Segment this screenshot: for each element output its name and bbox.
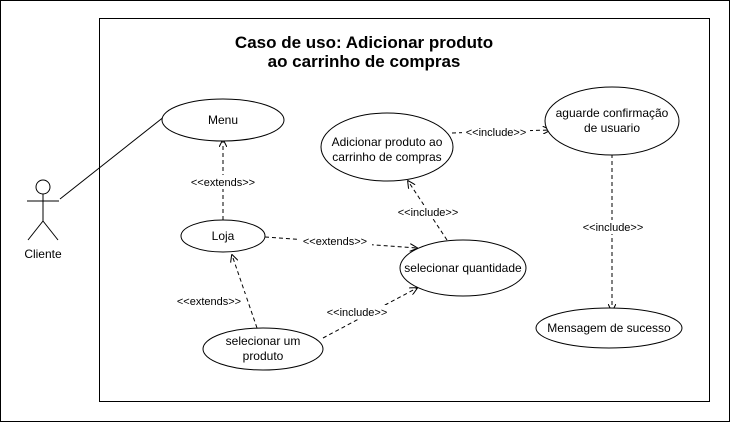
actor-right-leg bbox=[42, 220, 59, 241]
use-case-selecionar-quantidade[interactable]: selecionar quantidade bbox=[399, 239, 527, 297]
diagram-title-line1: Caso de uso: Adicionar produto bbox=[235, 33, 493, 52]
actor-cliente[interactable]: Cliente bbox=[24, 179, 62, 261]
actor-label: Cliente bbox=[24, 247, 62, 261]
label-produto-loja: <<extends>> bbox=[177, 296, 241, 308]
use-case-aguarde-confirmacao-line2: de usuario bbox=[584, 121, 640, 135]
use-case-mensagem-sucesso[interactable]: Mensagem de sucesso bbox=[535, 307, 683, 349]
system-boundary bbox=[99, 18, 710, 402]
label-aguarde-mensagem: <<include>> bbox=[583, 222, 644, 234]
use-case-loja[interactable]: Loja bbox=[180, 219, 266, 253]
label-adicionar-aguarde: <<include>> bbox=[466, 127, 527, 139]
use-case-adicionar-produto-line1: Adicionar produto ao bbox=[332, 135, 443, 149]
relation-loja-quantidade bbox=[264, 236, 417, 248]
diagram-title-line2: ao carrinho de compras bbox=[268, 52, 461, 71]
use-case-selecionar-produto-line1: selecionar um bbox=[226, 334, 301, 348]
label-produto-quantidade: <<include>> bbox=[327, 307, 388, 319]
association-cliente-menu bbox=[59, 115, 166, 200]
relation-produto-loja bbox=[232, 255, 258, 329]
relation-produto-quantidade bbox=[322, 288, 417, 339]
use-case-selecionar-produto-line2: produto bbox=[243, 349, 284, 363]
label-loja-quantidade: <<extends>> bbox=[303, 236, 367, 248]
use-case-aguarde-confirmacao-line1: aguarde confirmação bbox=[556, 106, 669, 120]
use-case-aguarde-confirmacao[interactable]: aguarde confirmação de usuario bbox=[544, 86, 680, 156]
label-quantidade-adicionar: <<include>> bbox=[398, 207, 459, 219]
use-case-selecionar-quantidade-label: selecionar quantidade bbox=[404, 261, 522, 275]
use-case-menu[interactable]: Menu bbox=[161, 98, 285, 142]
actor-left-leg bbox=[27, 220, 44, 241]
use-case-adicionar-produto-line2: carrinho de compras bbox=[332, 150, 441, 164]
use-case-mensagem-sucesso-label: Mensagem de sucesso bbox=[547, 321, 671, 335]
use-case-menu-label: Menu bbox=[208, 113, 238, 127]
label-loja-menu: <<extends>> bbox=[191, 177, 255, 189]
use-case-selecionar-produto[interactable]: selecionar um produto bbox=[202, 327, 324, 371]
actor-head bbox=[35, 179, 51, 195]
use-case-adicionar-produto[interactable]: Adicionar produto ao carrinho de compras bbox=[320, 112, 454, 182]
use-case-loja-label: Loja bbox=[212, 229, 235, 243]
